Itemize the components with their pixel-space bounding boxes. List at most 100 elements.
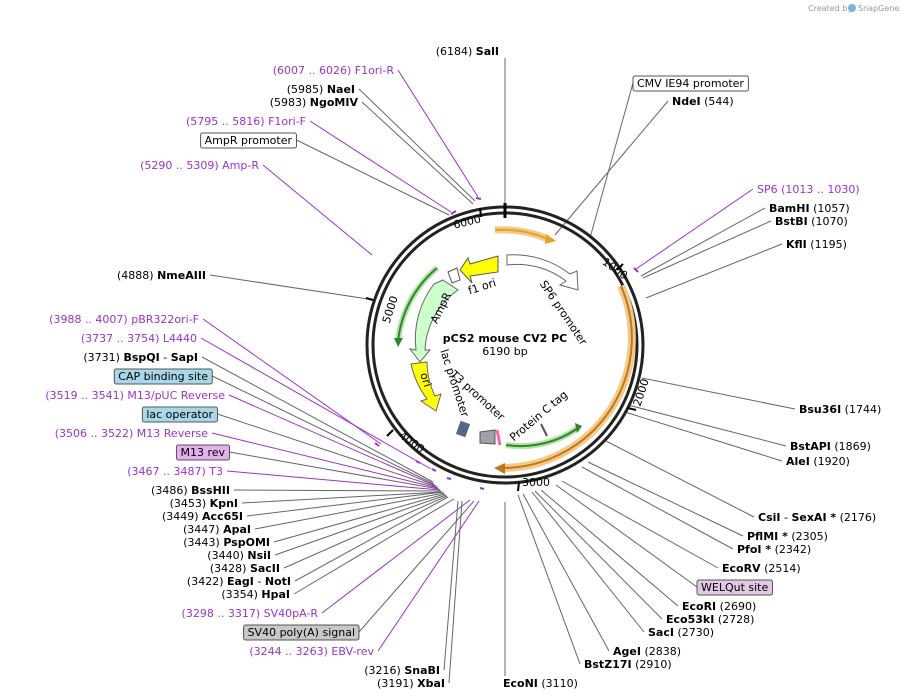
map-label-hpai: (3354) HpaI [221, 588, 290, 601]
label-pos: (2690) [720, 600, 757, 613]
label-box [200, 132, 297, 149]
label-name: PspOMI [223, 536, 270, 549]
leader-line [229, 451, 440, 490]
tick-label-3000: 3000 [522, 476, 550, 489]
map-label-naei: (5985) NaeI [287, 83, 355, 96]
label-pos: (3449) [162, 510, 199, 523]
label-text-sacii: (3428) SacII [210, 562, 280, 575]
protein-c-tag-mark [540, 423, 548, 437]
map-label-acc65i: (3449) Acc65I [162, 510, 243, 523]
label-text-hpai: (3354) HpaI [221, 588, 290, 601]
label-name: EcoRV [722, 562, 761, 575]
map-label-t3: (3467 .. 3487) T3 [127, 465, 223, 478]
map-label-sali: (6184) SalI [436, 45, 499, 58]
label-name: NgoMIV [310, 96, 359, 109]
label-dash: - [160, 351, 171, 364]
ampr-promoter-feature [447, 267, 461, 284]
label-pos: (3354) [221, 588, 258, 601]
label-text-xbai: (3191) XbaI [377, 677, 445, 690]
label-name2: NotI [265, 575, 291, 588]
label-pos: (2730) [677, 626, 714, 639]
label-pos: (1920) [813, 455, 850, 468]
tick-mark [517, 481, 520, 492]
leader-line [603, 439, 755, 518]
label-text-agei: AgeI (2838) [613, 645, 681, 658]
leader-line [309, 120, 452, 213]
label-pos: (2910) [635, 658, 672, 671]
primer-arrow [446, 477, 452, 480]
label-name: SnaBI [404, 664, 440, 677]
leader-line [397, 69, 479, 198]
label-pos: (2838) [644, 645, 681, 658]
label-text-bspqi: (3731) BspQI - SapI [83, 351, 198, 364]
label-pos: (1057) [813, 202, 850, 215]
label-text-bsu36i: Bsu36I (1744) [799, 403, 881, 416]
label-text-sali: (6184) SalI [436, 45, 499, 58]
map-label-m13-rev: M13 rev [175, 444, 230, 461]
label-text-nmeaiii: (4888) NmeAIII [117, 269, 206, 282]
feature-label-ori: ori [417, 371, 434, 389]
label-name: Eco53kI [666, 613, 714, 626]
label-box [243, 624, 360, 641]
label-pos: (3506 .. 3522) [55, 427, 134, 440]
map-label-l4440: (3737 .. 3754) L4440 [81, 332, 197, 345]
leader-line [226, 470, 441, 491]
leader-line [531, 491, 645, 633]
label-text-saci: SacI (2730) [648, 626, 714, 639]
map-label-sacii: (3428) SacII [210, 562, 280, 575]
snapgene-logo-icon [848, 4, 856, 12]
leader-line [522, 493, 610, 652]
label-box [113, 368, 213, 385]
map-label-pspomi: (3443) PspOMI [183, 536, 270, 549]
leader-line [296, 139, 450, 216]
map-label-welqut: WELQut site [696, 579, 773, 596]
label-text-bstbi: BstBI (1070) [775, 215, 848, 228]
label-pos: (3428) [210, 562, 247, 575]
map-label-ebv-rev: (3244 .. 3263) EBV-rev [249, 645, 374, 658]
label-name: BstAPI [790, 440, 831, 453]
map-label-apai: (3447) ApaI [183, 523, 251, 536]
label-name: HpaI [261, 588, 290, 601]
label-name: EcoNI [503, 677, 538, 690]
leader-line [358, 88, 476, 202]
leader-line [561, 480, 719, 569]
leader-line [624, 411, 783, 462]
label-pos: (3191) [377, 677, 414, 690]
label-text-ampr-promoter: AmpR promoter [205, 134, 293, 147]
label-name: BstZ17I [584, 658, 632, 671]
leader-line [587, 461, 744, 537]
primer-arrows [374, 197, 639, 490]
label-name: EcoRI [682, 600, 716, 613]
label-box [632, 75, 749, 92]
label-pos: (3298 .. 3317) [182, 607, 261, 620]
map-label-cap-binding-site: CAP binding site [113, 368, 213, 385]
map-label-snabi: (3216) SnaBI [364, 664, 440, 677]
leader-line [211, 432, 439, 489]
leader-line [627, 404, 787, 447]
label-name: M13 Reverse [137, 427, 208, 440]
leader-line [321, 499, 471, 614]
label-name: SacI [648, 626, 674, 639]
leader-line [273, 493, 446, 543]
label-box [696, 579, 773, 596]
label-text-t3: (3467 .. 3487) T3 [127, 465, 223, 478]
leader-line [241, 491, 443, 504]
label-pos: (3731) [83, 351, 120, 364]
label-text-csii: CsiI - SexAI * (2176) [758, 511, 876, 524]
tick-mark [627, 407, 637, 411]
tick-mark [365, 297, 374, 301]
label-text-econi: EcoNI (3110) [503, 677, 578, 690]
label-text-ebv-rev: (3244 .. 3263) EBV-rev [249, 645, 374, 658]
map-label-m13-puc-reverse: (3519 .. 3541) M13/pUC Reverse [45, 389, 225, 402]
label-name: NsiI [247, 549, 271, 562]
snapgene-watermark: Created by SnapGene [808, 4, 899, 13]
label-text-bstz17i: BstZ17I (2910) [584, 658, 672, 671]
plasmid-name: pCS2 mouse CV2 PC [443, 332, 567, 345]
label-name: M13/pUC Reverse [127, 389, 225, 402]
plasmid-size: 6190 bp [482, 345, 527, 358]
label-text-alei: AleI (1920) [786, 455, 850, 468]
label-pos: (4888) [117, 269, 154, 282]
map-label-nsii: (3440) NsiI [207, 549, 271, 562]
label-text-snabi: (3216) SnaBI [364, 664, 440, 677]
